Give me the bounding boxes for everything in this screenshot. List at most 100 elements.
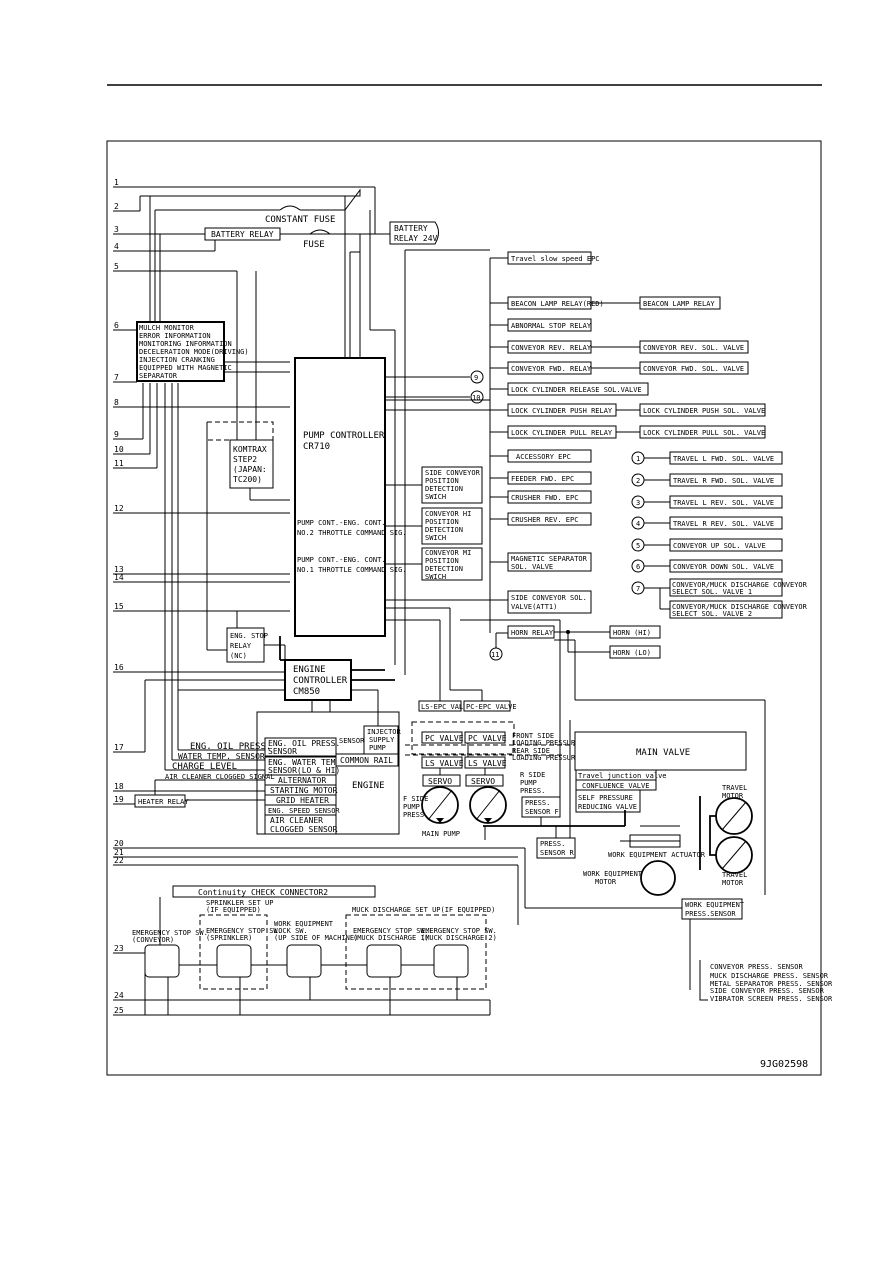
figure-code: 9JG02598 xyxy=(760,1059,808,1070)
svg-text:ABNORMAL STOP RELAY: ABNORMAL STOP RELAY xyxy=(511,322,592,330)
svg-text:SENSOR(LO & HI): SENSOR(LO & HI) xyxy=(268,766,340,775)
svg-text:PC VALVE: PC VALVE xyxy=(425,734,464,743)
press-sensors-list: CONVEYOR PRESS. SENSOR MUCK DISCHARGE PR… xyxy=(710,963,833,1003)
terminal-numbers: 1 2 3 4 5 6 7 8 9 10 11 12 13 14 15 16 1… xyxy=(114,178,124,1015)
svg-text:SWICH: SWICH xyxy=(425,573,446,581)
svg-text:(MUCK DISCHARGE 2): (MUCK DISCHARGE 2) xyxy=(421,934,497,942)
svg-text:7: 7 xyxy=(114,373,119,382)
svg-text:ENG. WATER TEMP.: ENG. WATER TEMP. xyxy=(268,758,345,767)
svg-text:LOCK CYLINDER PULL RELAY: LOCK CYLINDER PULL RELAY xyxy=(511,429,613,437)
svg-text:PRESS.: PRESS. xyxy=(403,811,428,819)
svg-text:EMERGENCY STOP SW.: EMERGENCY STOP SW. xyxy=(353,927,429,935)
svg-text:PUMP CONT.-ENG. CONT.: PUMP CONT.-ENG. CONT. xyxy=(297,519,386,527)
horn-hi xyxy=(609,625,661,639)
monitor-box xyxy=(136,321,225,382)
svg-text:PUMP: PUMP xyxy=(403,803,420,811)
svg-text:(CONVEYOR): (CONVEYOR) xyxy=(132,936,174,944)
svg-text:LS-EPC VALVE: LS-EPC VALVE xyxy=(421,703,472,711)
svg-text:9: 9 xyxy=(474,374,478,382)
svg-text:LOADING PRESSURE: LOADING PRESSURE xyxy=(512,754,579,762)
svg-text:POSITION: POSITION xyxy=(425,557,459,565)
svg-text:TRAVEL R REV. SOL. VALVE: TRAVEL R REV. SOL. VALVE xyxy=(673,520,774,528)
svg-text:11: 11 xyxy=(114,459,124,468)
svg-text:ENG. OIL PRESS.: ENG. OIL PRESS. xyxy=(268,739,340,748)
svg-text:SENSOR R: SENSOR R xyxy=(540,849,575,857)
svg-text:MOTOR: MOTOR xyxy=(722,879,744,887)
svg-text:LOCK CYLINDER PUSH RELAY: LOCK CYLINDER PUSH RELAY xyxy=(511,407,613,415)
emergency-switches: EMERGENCY STOP SW. (CONVEYOR) EMERGENCY … xyxy=(132,920,497,978)
svg-text:VIBRATOR SCREEN PRESS. SENSOR: VIBRATOR SCREEN PRESS. SENSOR xyxy=(710,995,833,1003)
svg-text:INJECTOR: INJECTOR xyxy=(367,728,402,736)
engine-rows: ENG. OIL PRESS. SENSOR ENG. WATER TEMP. … xyxy=(264,725,402,835)
svg-text:2: 2 xyxy=(636,477,640,485)
komtrax-box xyxy=(229,439,274,489)
svg-text:NO.1 THROTTLE COMMAND SIG.: NO.1 THROTTLE COMMAND SIG. xyxy=(297,566,407,574)
svg-text:4: 4 xyxy=(636,520,640,528)
svg-text:F SIDE: F SIDE xyxy=(403,795,428,803)
svg-text:WORK EQUIPMENT ACTUATOR: WORK EQUIPMENT ACTUATOR xyxy=(608,851,706,859)
svg-text:TRAVEL: TRAVEL xyxy=(722,784,747,792)
svg-text:22: 22 xyxy=(114,856,124,865)
svg-text:LOCK CYLINDER RELEASE SOL.VALV: LOCK CYLINDER RELEASE SOL.VALVE xyxy=(511,386,642,394)
svg-text:HORN (HI): HORN (HI) xyxy=(613,629,651,637)
svg-text:PC-EPC VALVE: PC-EPC VALVE xyxy=(466,703,517,711)
svg-text:POSITION: POSITION xyxy=(425,518,459,526)
svg-text:14: 14 xyxy=(114,573,124,582)
svg-text:BATTERY: BATTERY xyxy=(394,224,428,233)
svg-text:TC200): TC200) xyxy=(233,475,262,484)
svg-text:SELF PRESSURE: SELF PRESSURE xyxy=(578,794,633,802)
svg-text:13: 13 xyxy=(114,565,124,574)
svg-text:1: 1 xyxy=(114,178,119,187)
svg-text:CONVEYOR FWD. SOL. VALVE: CONVEYOR FWD. SOL. VALVE xyxy=(643,365,744,373)
svg-text:PUMP CONT.-ENG. CONT.: PUMP CONT.-ENG. CONT. xyxy=(297,556,386,564)
svg-text:SWICH: SWICH xyxy=(425,534,446,542)
svg-text:12: 12 xyxy=(114,504,124,513)
svg-text:CONVEYOR UP SOL. VALVE: CONVEYOR UP SOL. VALVE xyxy=(673,542,766,550)
horn-lo xyxy=(609,645,661,659)
svg-text:REAR SIDE: REAR SIDE xyxy=(512,747,550,755)
battery-relay: BATTERY RELAY xyxy=(211,230,274,239)
svg-text:WATER TEMP. SENSOR: WATER TEMP. SENSOR xyxy=(178,752,265,761)
svg-text:11: 11 xyxy=(491,651,499,659)
svg-text:9: 9 xyxy=(114,430,119,439)
svg-text:ERROR INFORMATION: ERROR INFORMATION xyxy=(139,332,211,340)
numbered-valves: 1 TRAVEL L FWD. SOL. VALVE 2 TRAVEL R FW… xyxy=(631,451,808,619)
svg-text:4: 4 xyxy=(114,242,119,251)
svg-text:EMERGENCY STOP SW.: EMERGENCY STOP SW. xyxy=(206,927,282,935)
svg-text:HORN (LO): HORN (LO) xyxy=(613,649,651,657)
svg-text:CONVEYOR MI: CONVEYOR MI xyxy=(425,549,471,557)
svg-text:PC VALVE: PC VALVE xyxy=(468,734,507,743)
svg-text:MUCK DISCHARGE PRESS. SENSOR: MUCK DISCHARGE PRESS. SENSOR xyxy=(710,972,829,980)
svg-text:(JAPAN:: (JAPAN: xyxy=(233,465,267,474)
svg-text:23: 23 xyxy=(114,944,124,953)
svg-text:PUMP CONTROLLER: PUMP CONTROLLER xyxy=(303,431,385,441)
conveyor-hi-detection xyxy=(421,507,483,545)
svg-text:SENSOR: SENSOR xyxy=(339,737,365,745)
svg-text:(MUCK DISCHARGE 1): (MUCK DISCHARGE 1) xyxy=(353,934,429,942)
svg-text:ENG. OIL PRESS.: ENG. OIL PRESS. xyxy=(190,742,271,752)
engine-controller xyxy=(284,659,352,701)
svg-text:SEPARATOR: SEPARATOR xyxy=(139,372,178,380)
svg-text:AIR CLEANER CLOGGED SIGNAL: AIR CLEANER CLOGGED SIGNAL xyxy=(165,773,275,781)
svg-text:MAGNETIC SEPARATOR: MAGNETIC SEPARATOR xyxy=(511,555,588,563)
svg-text:(NC): (NC) xyxy=(230,652,247,660)
svg-text:WORK EQUIPMENT: WORK EQUIPMENT xyxy=(685,901,745,909)
svg-text:PUMP: PUMP xyxy=(369,744,386,752)
continuity-connector xyxy=(172,885,376,898)
svg-text:SOL. VALVE: SOL. VALVE xyxy=(511,563,553,571)
svg-text:CRUSHER FWD. EPC: CRUSHER FWD. EPC xyxy=(511,494,578,502)
svg-text:KOMTRAX: KOMTRAX xyxy=(233,445,267,454)
svg-text:RELAY 24V: RELAY 24V xyxy=(394,234,438,243)
svg-text:CONVEYOR PRESS. SENSOR: CONVEYOR PRESS. SENSOR xyxy=(710,963,804,971)
svg-text:SIDE CONVEYOR: SIDE CONVEYOR xyxy=(425,469,481,477)
svg-text:LOCK CYLINDER PULL SOL. VALVE: LOCK CYLINDER PULL SOL. VALVE xyxy=(643,429,765,437)
work-press-sensor xyxy=(681,898,743,920)
svg-text:(UP SIDE OF MACHINE): (UP SIDE OF MACHINE) xyxy=(274,934,358,942)
pump-controller xyxy=(294,357,386,637)
svg-text:MOTOR: MOTOR xyxy=(722,792,744,800)
pc-epc-valve xyxy=(463,700,511,712)
svg-text:MULCH MONITOR: MULCH MONITOR xyxy=(139,324,195,332)
terminal-leads xyxy=(113,186,525,1016)
svg-text:SPRINKLER SET UP: SPRINKLER SET UP xyxy=(206,899,273,907)
svg-text:SERVO: SERVO xyxy=(428,777,452,786)
